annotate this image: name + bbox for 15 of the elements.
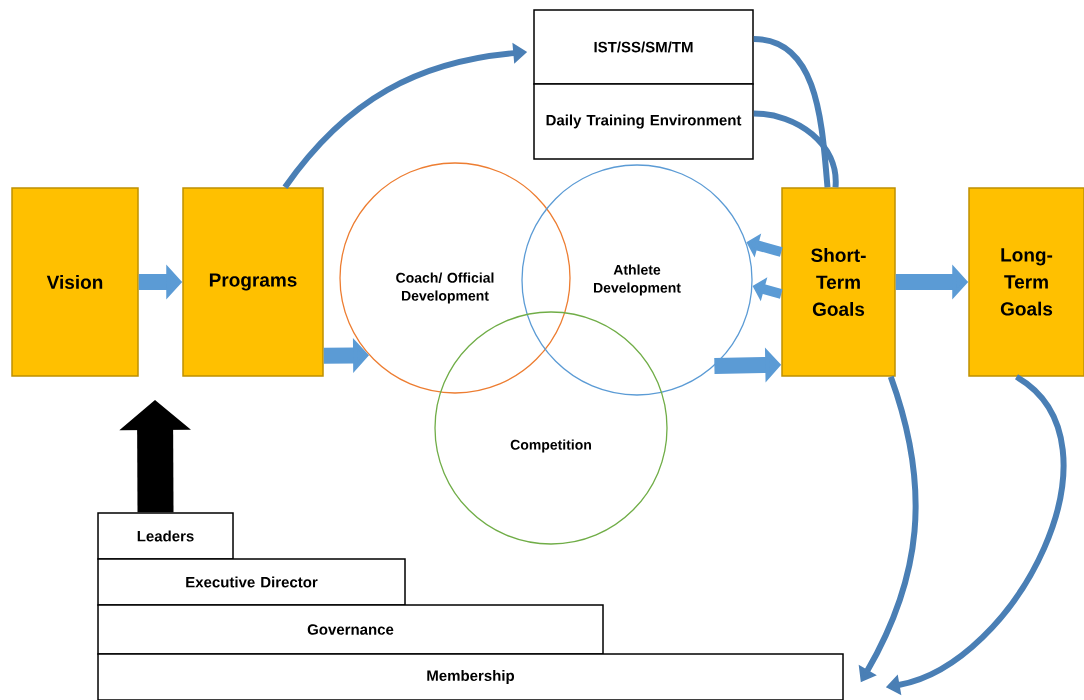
circle (521, 164, 753, 396)
circle-label: Athlete Development (594, 264, 681, 296)
process-box: Programs (182, 187, 324, 377)
circle (434, 311, 668, 545)
process-box: Vision (11, 187, 139, 377)
circle (339, 162, 571, 394)
level-box: Governance (97, 604, 604, 655)
circle-label: Competition (510, 439, 591, 453)
process-box: Short-Term Goals (781, 187, 896, 377)
level-box: Leaders (97, 512, 234, 560)
process-box: Long-Term Goals (968, 187, 1084, 377)
level-box: Daily Training Environment (533, 83, 754, 160)
circle-label: Coach/ Official Development (396, 272, 494, 304)
level-box: Membership (97, 653, 844, 700)
level-box: IST/SS/SM/TM (533, 9, 754, 85)
